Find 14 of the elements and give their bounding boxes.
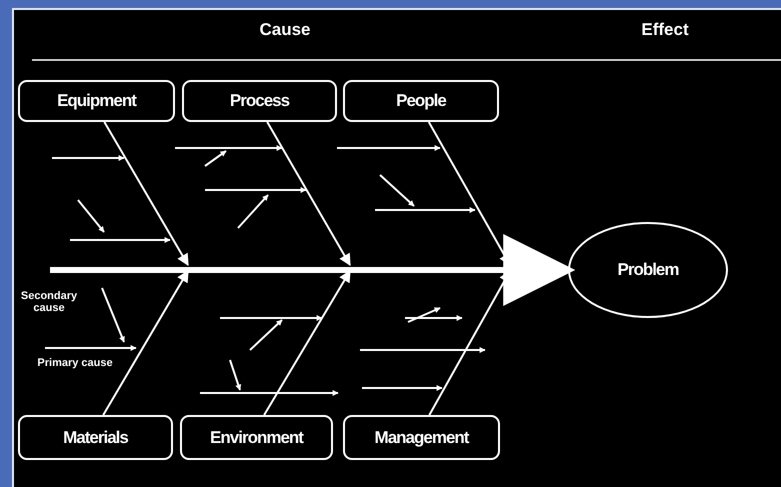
- category-box: People: [343, 80, 499, 122]
- category-box: Management: [343, 415, 500, 460]
- annotation-text: Primary cause: [36, 357, 114, 369]
- effect-oval: Problem: [568, 222, 728, 318]
- header-text: Effect: [640, 20, 690, 40]
- spine-arrow: [50, 234, 576, 306]
- category-box: Environment: [180, 415, 333, 460]
- category-box: Materials: [18, 415, 173, 460]
- header-text: Cause: [258, 20, 312, 40]
- category-box: Process: [182, 80, 337, 122]
- bone-arrow: [103, 122, 189, 266]
- category-box: Equipment: [18, 80, 175, 122]
- annotation-text: Secondary cause: [20, 290, 78, 314]
- bone-arrow: [266, 122, 351, 266]
